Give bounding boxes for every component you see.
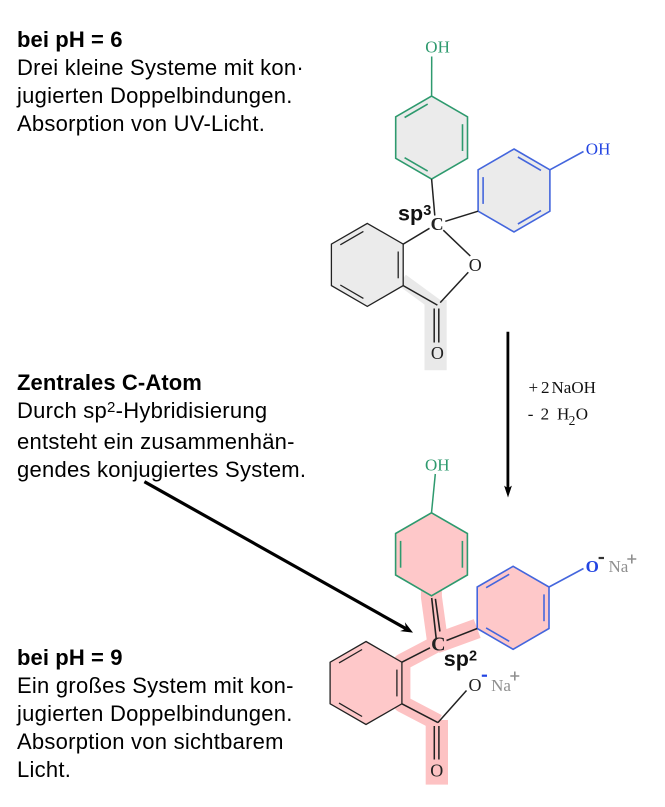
svg-text:Na: Na <box>609 557 629 576</box>
svg-text:OH: OH <box>425 37 450 56</box>
svg-text:Na: Na <box>491 676 511 695</box>
svg-text:O: O <box>586 557 599 576</box>
svg-text:O: O <box>430 761 443 781</box>
svg-text:OH: OH <box>586 140 611 159</box>
svg-text:O: O <box>469 255 482 275</box>
svg-text:C: C <box>431 633 445 655</box>
svg-text:OH: OH <box>425 456 450 475</box>
svg-text:sp: sp <box>444 647 469 671</box>
svg-text:O: O <box>431 343 444 363</box>
svg-text:sp: sp <box>398 201 423 225</box>
svg-text:C: C <box>431 214 444 234</box>
svg-text:O: O <box>469 675 482 695</box>
svg-text:2: 2 <box>469 648 477 664</box>
svg-text:3: 3 <box>423 203 431 219</box>
